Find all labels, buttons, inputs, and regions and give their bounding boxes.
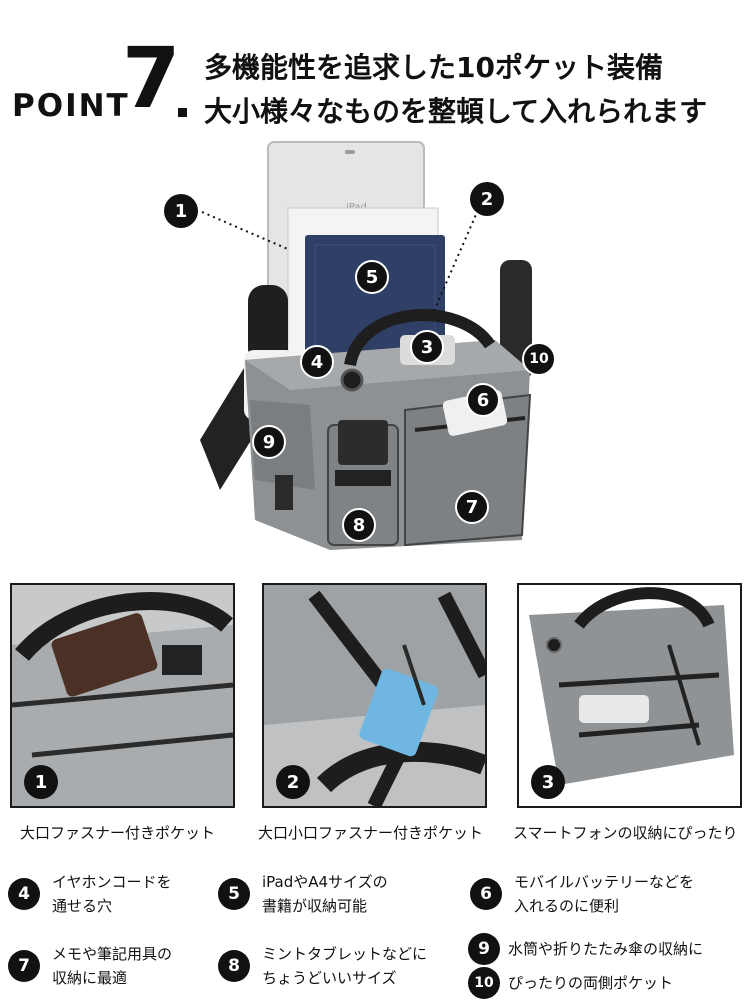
main-badge-1: 1 xyxy=(164,194,198,228)
feature-7-line-2: 収納に最適 xyxy=(52,969,128,987)
bag-illustration: iPad 1 2 3 4 xyxy=(160,140,580,560)
feature-4-line-1: イヤホンコードを xyxy=(52,873,172,891)
main-badge-10: 10 xyxy=(522,342,556,376)
point-number: 7 xyxy=(122,29,180,127)
feature-7-line-1: メモや筆記用具の xyxy=(52,945,173,963)
bag-drawing: iPad xyxy=(200,141,532,550)
photo-pocket-1: 1 xyxy=(10,583,235,808)
feature-badge-9: 9 xyxy=(468,933,500,965)
main-badge-6: 6 xyxy=(466,383,500,417)
feature-earphone-hole: 4 イヤホンコードを 通せる穴 xyxy=(8,870,172,918)
main-badge-5: 5 xyxy=(355,260,389,294)
feature-9-10-line-2: ぴったりの両側ポケット xyxy=(508,974,674,992)
point-label: POINT xyxy=(12,88,130,124)
feature-badge-4: 4 xyxy=(8,878,40,910)
feature-6-line-2: 入れるのに便利 xyxy=(514,897,620,915)
wallet xyxy=(51,613,158,697)
photo-caption-1: 大口ファスナー付きポケット xyxy=(20,824,216,842)
photo-pocket-3: 3 xyxy=(517,583,742,808)
feature-8-line-1: ミントタブレットなどに xyxy=(262,945,428,963)
feature-8-line-2: ちょうどいいサイズ xyxy=(262,969,397,987)
feature-9-10-line-1: 水筒や折りたたみ傘の収納に xyxy=(508,940,704,958)
photo-badge-2: 2 xyxy=(276,765,310,799)
photo-caption-3: スマートフォンの収納にぴったり xyxy=(513,824,738,842)
main-badge-8: 8 xyxy=(342,508,376,542)
earphone-hole xyxy=(340,368,364,392)
feature-4-line-2: 通せる穴 xyxy=(52,897,113,915)
main-badge-3: 3 xyxy=(410,330,444,364)
feature-memo-pocket: 7 メモや筆記用具の 収納に最適 xyxy=(8,942,172,990)
photo-badge-3: 3 xyxy=(531,765,565,799)
umbrella-handle xyxy=(248,285,288,365)
main-badge-9: 9 xyxy=(252,425,286,459)
feature-badge-6: 6 xyxy=(470,878,502,910)
bag-handle xyxy=(344,309,495,367)
feature-6-line-1: モバイルバッテリーなどを xyxy=(514,873,695,891)
feature-mint-pocket: 8 ミントタブレットなどに ちょうどいいサイズ xyxy=(218,942,427,990)
feature-5-line-1: iPadやA4サイズの xyxy=(262,873,388,891)
mint-tin xyxy=(338,420,388,465)
main-badge-7: 7 xyxy=(455,490,489,524)
headline-line-1: 多機能性を追求した10ポケット装備 xyxy=(204,51,663,84)
feature-badge-7: 7 xyxy=(8,950,40,982)
feature-battery-pocket: 6 モバイルバッテリーなどを 入れるのに便利 xyxy=(470,870,694,918)
photo-caption-2: 大口小口ファスナー付きポケット xyxy=(258,824,484,842)
headline-line-2: 大小様々なものを整頓して入れられます xyxy=(204,95,708,128)
battery-in-pocket xyxy=(579,695,649,723)
feature-side-pockets: 9 10 水筒や折りたたみ傘の収納に ぴったりの両側ポケット xyxy=(468,932,703,1000)
photo-pocket-2: 2 xyxy=(262,583,487,808)
feature-ipad-pocket: 5 iPadやA4サイズの 書籍が収納可能 xyxy=(218,870,388,918)
feature-badge-5: 5 xyxy=(218,878,250,910)
feature-5-line-2: 書籍が収納可能 xyxy=(262,897,368,915)
photo-badge-1: 1 xyxy=(24,765,58,799)
feature-badge-8: 8 xyxy=(218,950,250,982)
point-dot xyxy=(178,108,187,117)
feature-badge-10: 10 xyxy=(468,967,500,999)
main-badge-4: 4 xyxy=(300,345,334,379)
main-badge-2: 2 xyxy=(470,182,504,216)
